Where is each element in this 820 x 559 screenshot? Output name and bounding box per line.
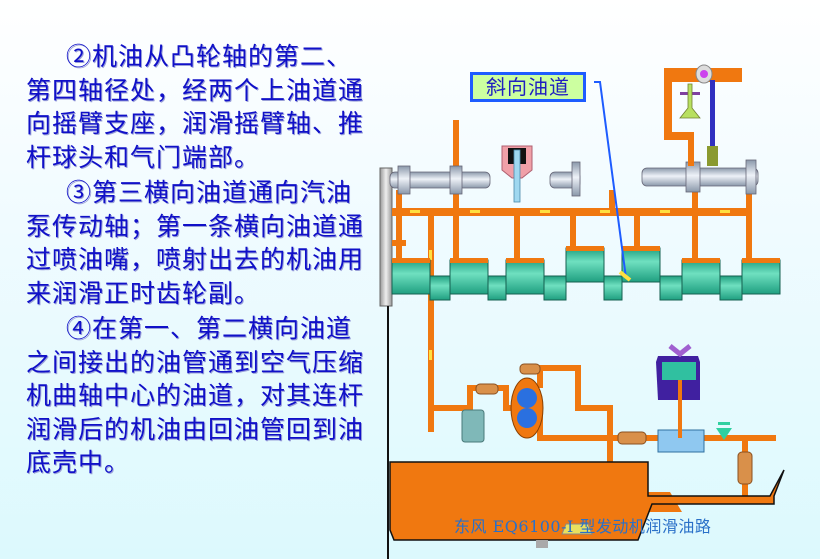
crank-journal <box>681 259 721 295</box>
crank-throw <box>429 275 451 301</box>
bearing-oil <box>566 246 604 251</box>
crank-throw <box>543 275 567 301</box>
bearing-oil <box>742 258 780 263</box>
paragraph-4: ④在第一、第二横向油道之间接出的油管通到空气压缩机曲轴中心的油道，对其连杆润滑后… <box>26 314 365 477</box>
diagram-svg <box>379 64 785 559</box>
centrifugal-filter <box>656 344 705 453</box>
callout-label-box: 斜向油道 <box>470 72 586 102</box>
rocker-assembly <box>664 64 742 166</box>
paragraph-3: ③第三横向油道通向汽油泵传动轴；第一条横向油道通过喷油嘴，喷射出去的机油用来润滑… <box>26 178 365 308</box>
crank-journal <box>391 259 431 295</box>
diagram-caption: 东风 EQ6100-I 型发动机润滑油路 <box>454 517 712 536</box>
timing-gear <box>379 167 393 307</box>
bearing-oil <box>506 258 544 263</box>
bearing-oil <box>450 258 488 263</box>
relief-valve <box>617 422 753 485</box>
crank-throw <box>719 275 743 301</box>
bearing-oil <box>682 258 720 263</box>
camshaft-right <box>641 159 759 195</box>
oil-filter <box>461 383 499 443</box>
crank-throw <box>487 275 507 301</box>
oil-pump <box>510 363 544 439</box>
lubrication-diagram: 斜向油道 <box>370 50 820 559</box>
fuel-pump-drive <box>549 161 581 197</box>
bearing-oil <box>392 258 430 263</box>
crankshaft <box>391 246 781 301</box>
callout-line <box>594 81 632 282</box>
oil-sump <box>389 461 785 548</box>
crank-throw <box>659 275 683 301</box>
crank-journal <box>449 259 489 295</box>
crank-journal <box>505 259 545 295</box>
description-text: ②机油从凸轮轴的第二、第四轴径处，经两个上油道通向摇臂支座，润滑摇臂轴、推杆球头… <box>26 40 366 482</box>
paragraph-2: ②机油从凸轮轴的第二、第四轴径处，经两个上油道通向摇臂支座，润滑摇臂轴、推杆球头… <box>26 42 365 172</box>
bearing-oil <box>622 246 660 251</box>
callout-label: 斜向油道 <box>486 75 570 99</box>
oil-injector <box>501 145 533 203</box>
camshaft-left <box>389 165 491 195</box>
crank-throw <box>603 275 623 301</box>
crank-journal <box>741 259 781 295</box>
crank-journal <box>565 247 605 283</box>
